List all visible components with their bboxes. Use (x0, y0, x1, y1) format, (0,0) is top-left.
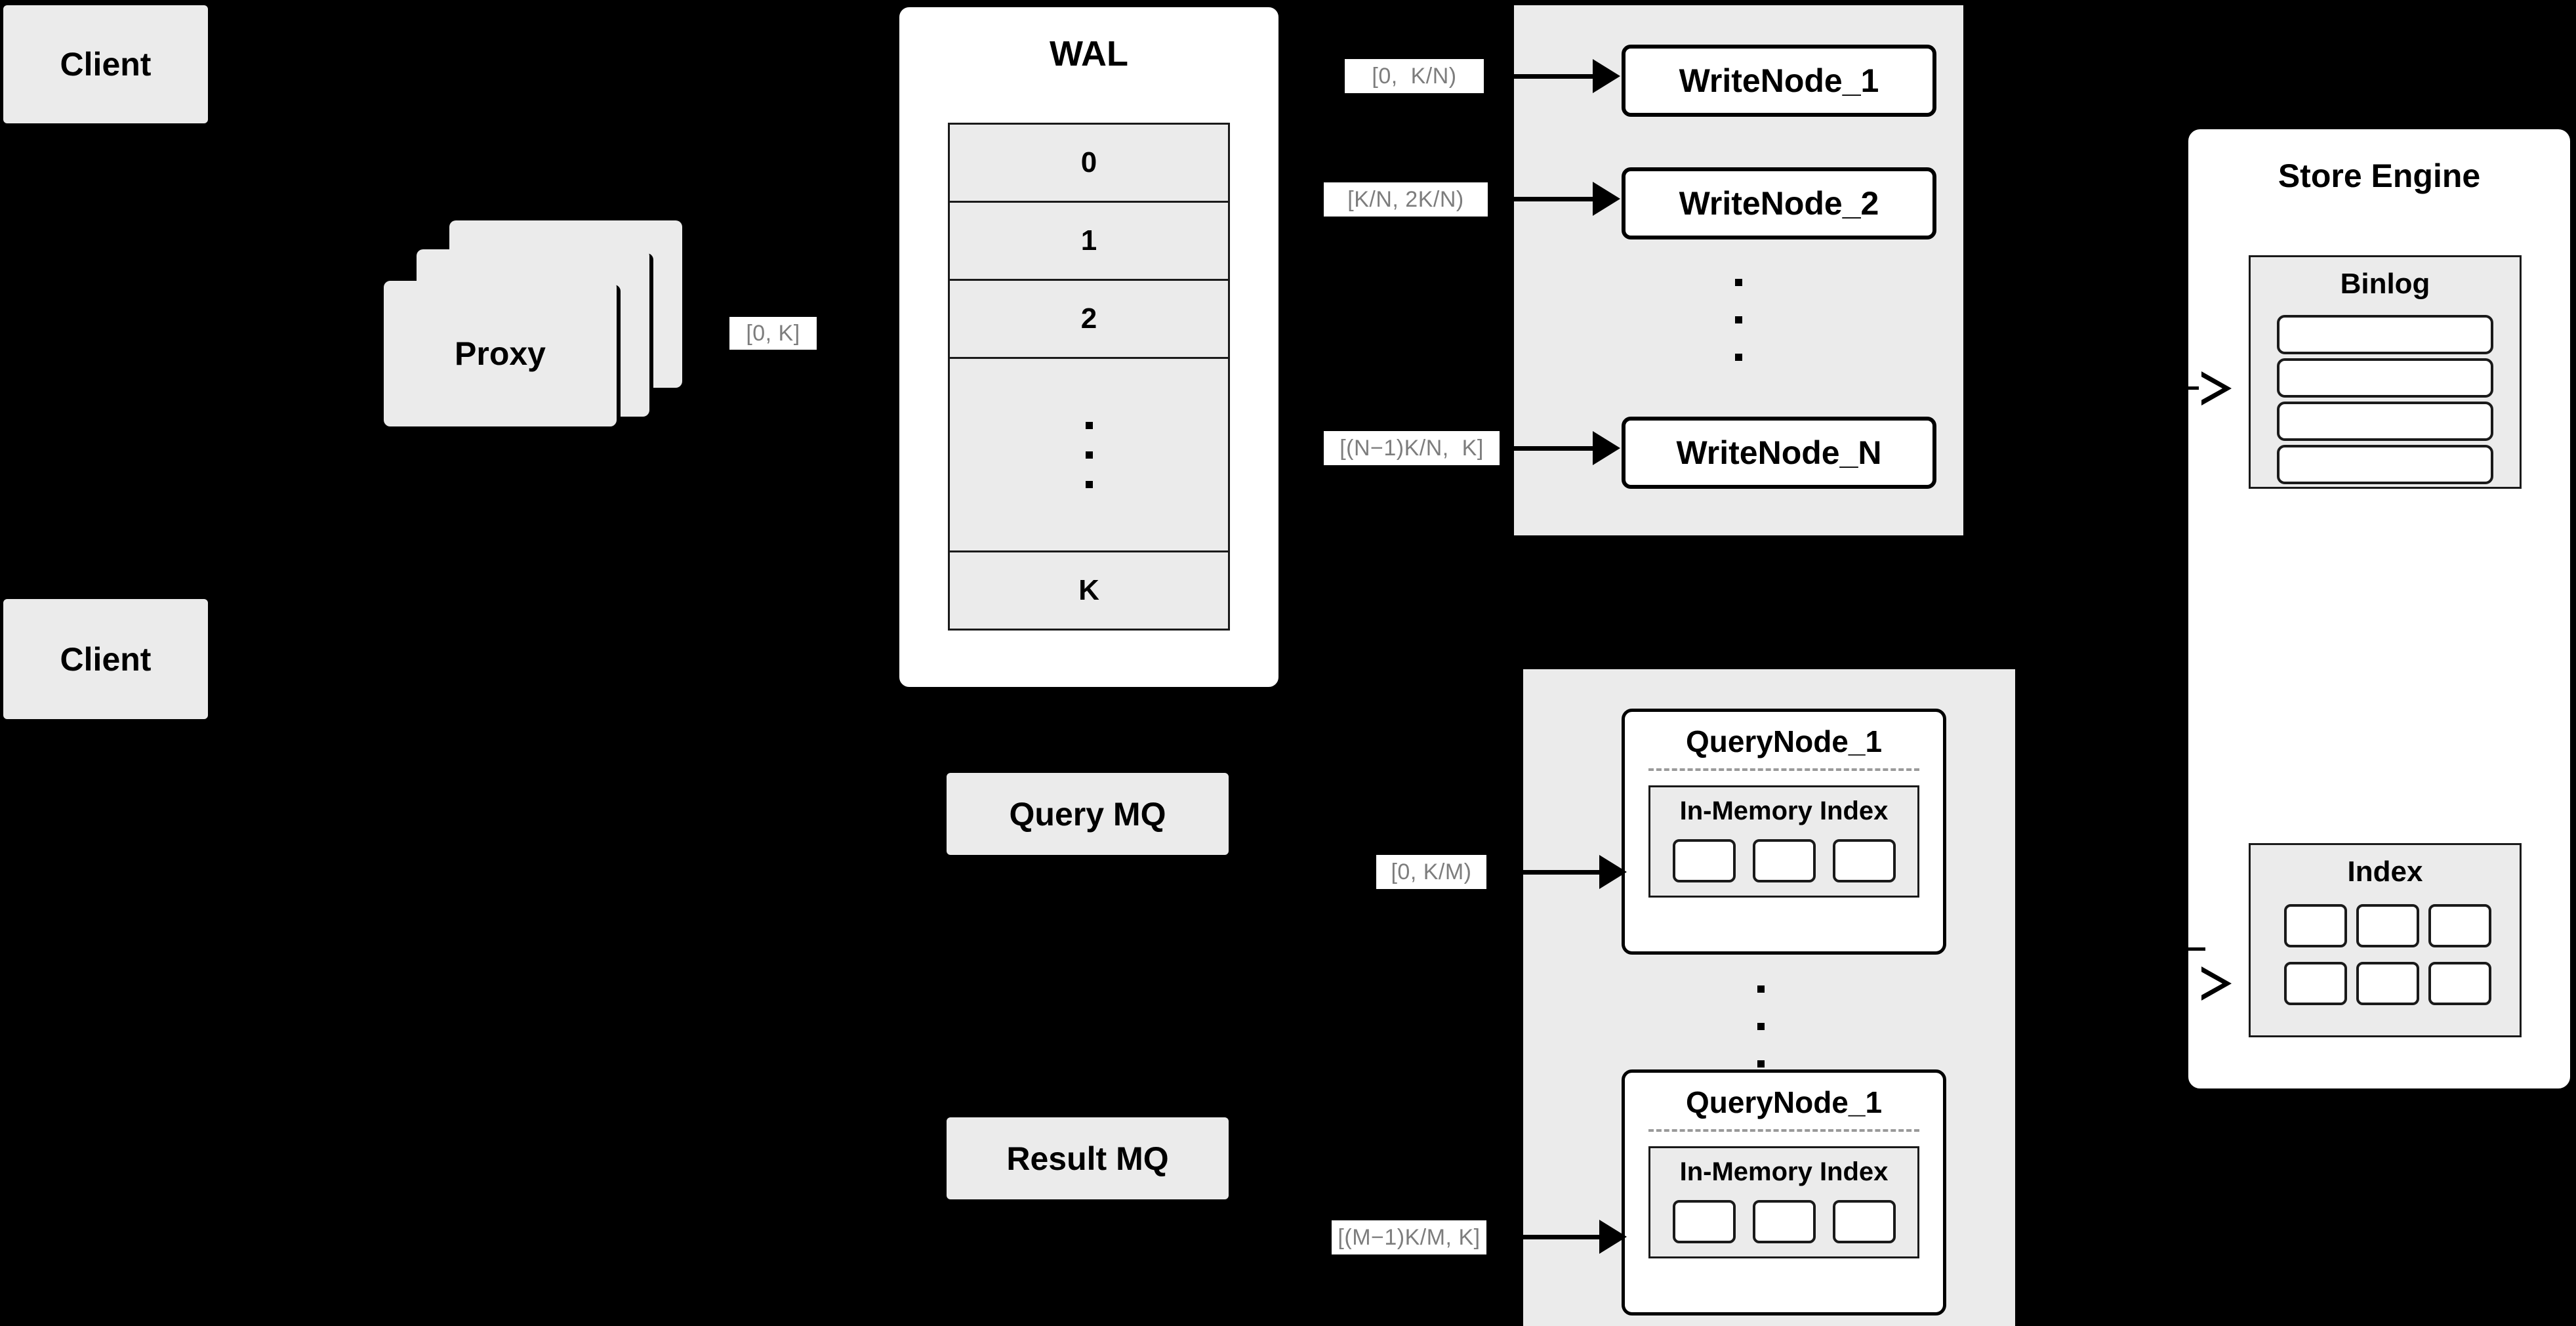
query-node-1-label: QueryNode_1 (1685, 724, 1883, 758)
write-node-cluster: WriteNode_1 WriteNode_2 WriteNode_N (1514, 5, 1963, 535)
arrow-to-query-node-1 (1515, 870, 1606, 875)
in-memory-index-1: In-Memory Index (1648, 785, 1919, 898)
binlog-panel: Binlog (2249, 255, 2522, 489)
index-cell (1752, 839, 1816, 882)
query-node-m-divider (1648, 1129, 1919, 1132)
arrow-head-query-node-m (1599, 1220, 1627, 1254)
arrow-head-write-node-n (1593, 431, 1620, 465)
index-cell (2284, 904, 2347, 947)
ellipsis-dot (1085, 451, 1093, 459)
binlog-entry (2277, 315, 2493, 354)
index-cell (1672, 839, 1736, 882)
ellipsis-dot (1085, 421, 1093, 429)
ellipsis-dot (1757, 1060, 1765, 1067)
client-node-2-label: Client (60, 640, 152, 678)
write-node-1-range-label: [0, K/N) (1345, 59, 1484, 93)
index-cell (2428, 962, 2491, 1005)
index-cell (1752, 1200, 1816, 1243)
arrow-to-write-node-2 (1509, 197, 1599, 201)
ellipsis-dot (1085, 480, 1093, 488)
arrow-to-binlog (2158, 386, 2205, 390)
wal-title: WAL (1050, 34, 1128, 73)
query-node-m-range-label: [(M−1)K/M, K] (1332, 1220, 1486, 1254)
arrow-to-write-node-n (1509, 446, 1599, 451)
ellipsis-dot (1757, 985, 1765, 993)
arrow-head-query-node-1 (1599, 855, 1627, 889)
query-mq-label: Query MQ (1009, 795, 1166, 833)
index-cell (2284, 962, 2347, 1005)
ellipsis-dot (1757, 1023, 1765, 1030)
in-memory-index-2: In-Memory Index (1648, 1146, 1919, 1258)
store-engine-title: Store Engine (2278, 157, 2481, 194)
write-node-n[interactable]: WriteNode_N (1622, 417, 1936, 489)
result-mq-label: Result MQ (1006, 1140, 1169, 1177)
index-grid (2251, 904, 2520, 1005)
binlog-rows (2251, 315, 2520, 484)
index-title: Index (2347, 856, 2423, 888)
ellipsis-dot (1735, 279, 1742, 286)
client-node-1-label: Client (60, 46, 152, 83)
query-cluster-ellipsis (1757, 985, 1765, 1067)
ellipsis-dot (1735, 354, 1742, 361)
arrow-to-write-node-1 (1509, 74, 1599, 79)
query-node-1[interactable]: QueryNode_1 In-Memory Index (1622, 709, 1946, 955)
client-node-1[interactable]: Client (3, 5, 208, 123)
proxy-range-label: [0, K] (729, 317, 817, 350)
wal-entry-row: 1 (950, 203, 1228, 281)
binlog-title: Binlog (2340, 268, 2430, 300)
wal-entry-table: 0 1 2 K (948, 123, 1230, 631)
proxy-label: Proxy (455, 335, 546, 372)
wal-entry-row: 0 (950, 125, 1228, 203)
in-memory-index-1-title: In-Memory Index (1679, 797, 1889, 825)
write-node-1-label: WriteNode_1 (1679, 62, 1879, 99)
index-cell (2356, 904, 2419, 947)
wal-entry-row-last: K (950, 552, 1228, 629)
arrow-head-write-node-1 (1593, 59, 1620, 93)
write-node-1[interactable]: WriteNode_1 (1622, 45, 1936, 117)
in-memory-index-2-cells (1650, 1200, 1917, 1243)
arrow-head-binlog (2199, 371, 2232, 405)
write-node-2-range-label: [K/N, 2K/N) (1324, 182, 1488, 217)
arrow-head-write-node-2 (1593, 182, 1620, 216)
index-cell (1832, 839, 1896, 882)
wal-entry-row: 2 (950, 281, 1228, 359)
index-cell (1672, 1200, 1736, 1243)
binlog-entry (2277, 358, 2493, 398)
query-node-m[interactable]: QueryNode_1 In-Memory Index (1622, 1069, 1946, 1316)
write-cluster-ellipsis (1515, 279, 1962, 361)
index-cell (2428, 904, 2491, 947)
binlog-entry (2277, 445, 2493, 484)
proxy-node[interactable]: Proxy (384, 281, 617, 426)
write-node-n-range-label: [(N−1)K/N, K] (1324, 431, 1500, 465)
index-cell (2356, 962, 2419, 1005)
arrow-head-index (2199, 966, 2232, 1001)
store-engine-panel: Store Engine Binlog Index (2186, 127, 2573, 1091)
result-mq-node[interactable]: Result MQ (947, 1117, 1229, 1199)
write-node-2-label: WriteNode_2 (1679, 185, 1879, 222)
query-mq-node[interactable]: Query MQ (947, 773, 1229, 855)
wal-entry-ellipsis (950, 359, 1228, 552)
client-node-2[interactable]: Client (3, 599, 208, 719)
query-node-cluster: QueryNode_1 In-Memory Index QueryNode_1 … (1523, 669, 2015, 1326)
wal-panel: WAL 0 1 2 K (897, 5, 1280, 689)
write-node-2[interactable]: WriteNode_2 (1622, 167, 1936, 239)
ellipsis-dot (1735, 316, 1742, 323)
index-cell (1832, 1200, 1896, 1243)
binlog-entry (2277, 402, 2493, 441)
write-node-n-label: WriteNode_N (1676, 434, 1882, 471)
index-panel: Index (2249, 843, 2522, 1037)
arrow-to-index (2158, 947, 2205, 951)
in-memory-index-1-cells (1650, 839, 1917, 882)
query-node-1-divider (1648, 768, 1919, 771)
query-node-m-label: QueryNode_1 (1685, 1085, 1883, 1119)
in-memory-index-2-title: In-Memory Index (1679, 1157, 1889, 1186)
arrow-to-query-node-m (1515, 1235, 1606, 1239)
query-node-1-range-label: [0, K/M) (1376, 855, 1486, 889)
